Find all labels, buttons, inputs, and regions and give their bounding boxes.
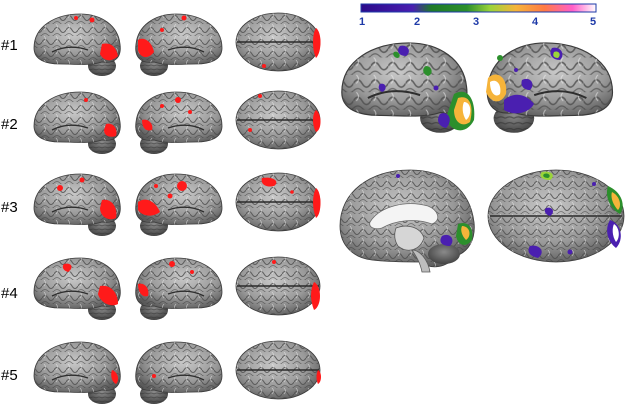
row2-top [235,90,321,150]
colorbar-tick-1: 1 [359,16,365,28]
colorbar-tick-4: 4 [532,16,539,28]
row4-lateral-left [33,257,122,321]
row2-lateral-right [136,92,222,154]
colorbar-tick-5: 5 [590,16,596,28]
row-label-3: #3 [1,199,18,216]
row-label-1: #1 [1,37,18,54]
summary-medial [339,169,475,273]
row1-top [235,12,321,72]
row1-lateral-right [136,14,222,76]
row2-lateral-left [33,91,122,155]
summary-lateral-left [340,41,475,134]
row4-top [235,256,321,316]
row-label-4: #4 [1,285,18,302]
colorbar-tick-3: 3 [473,16,479,28]
row3-top [235,172,321,232]
colorbar-tick-2: 2 [414,16,420,28]
row-label-2: #2 [1,116,18,133]
row5-lateral-right [136,342,222,404]
summary-lateral-right [486,43,613,133]
colorbar: 1 2 3 4 5 [359,3,597,28]
row3-lateral-left [33,173,122,237]
row-label-5: #5 [1,367,18,384]
row4-lateral-right [136,258,222,320]
row1-lateral-left [33,13,122,77]
row3-lateral-right [136,174,222,236]
row5-lateral-left [33,341,122,405]
summary-top [487,169,625,263]
row5-top [235,340,321,400]
